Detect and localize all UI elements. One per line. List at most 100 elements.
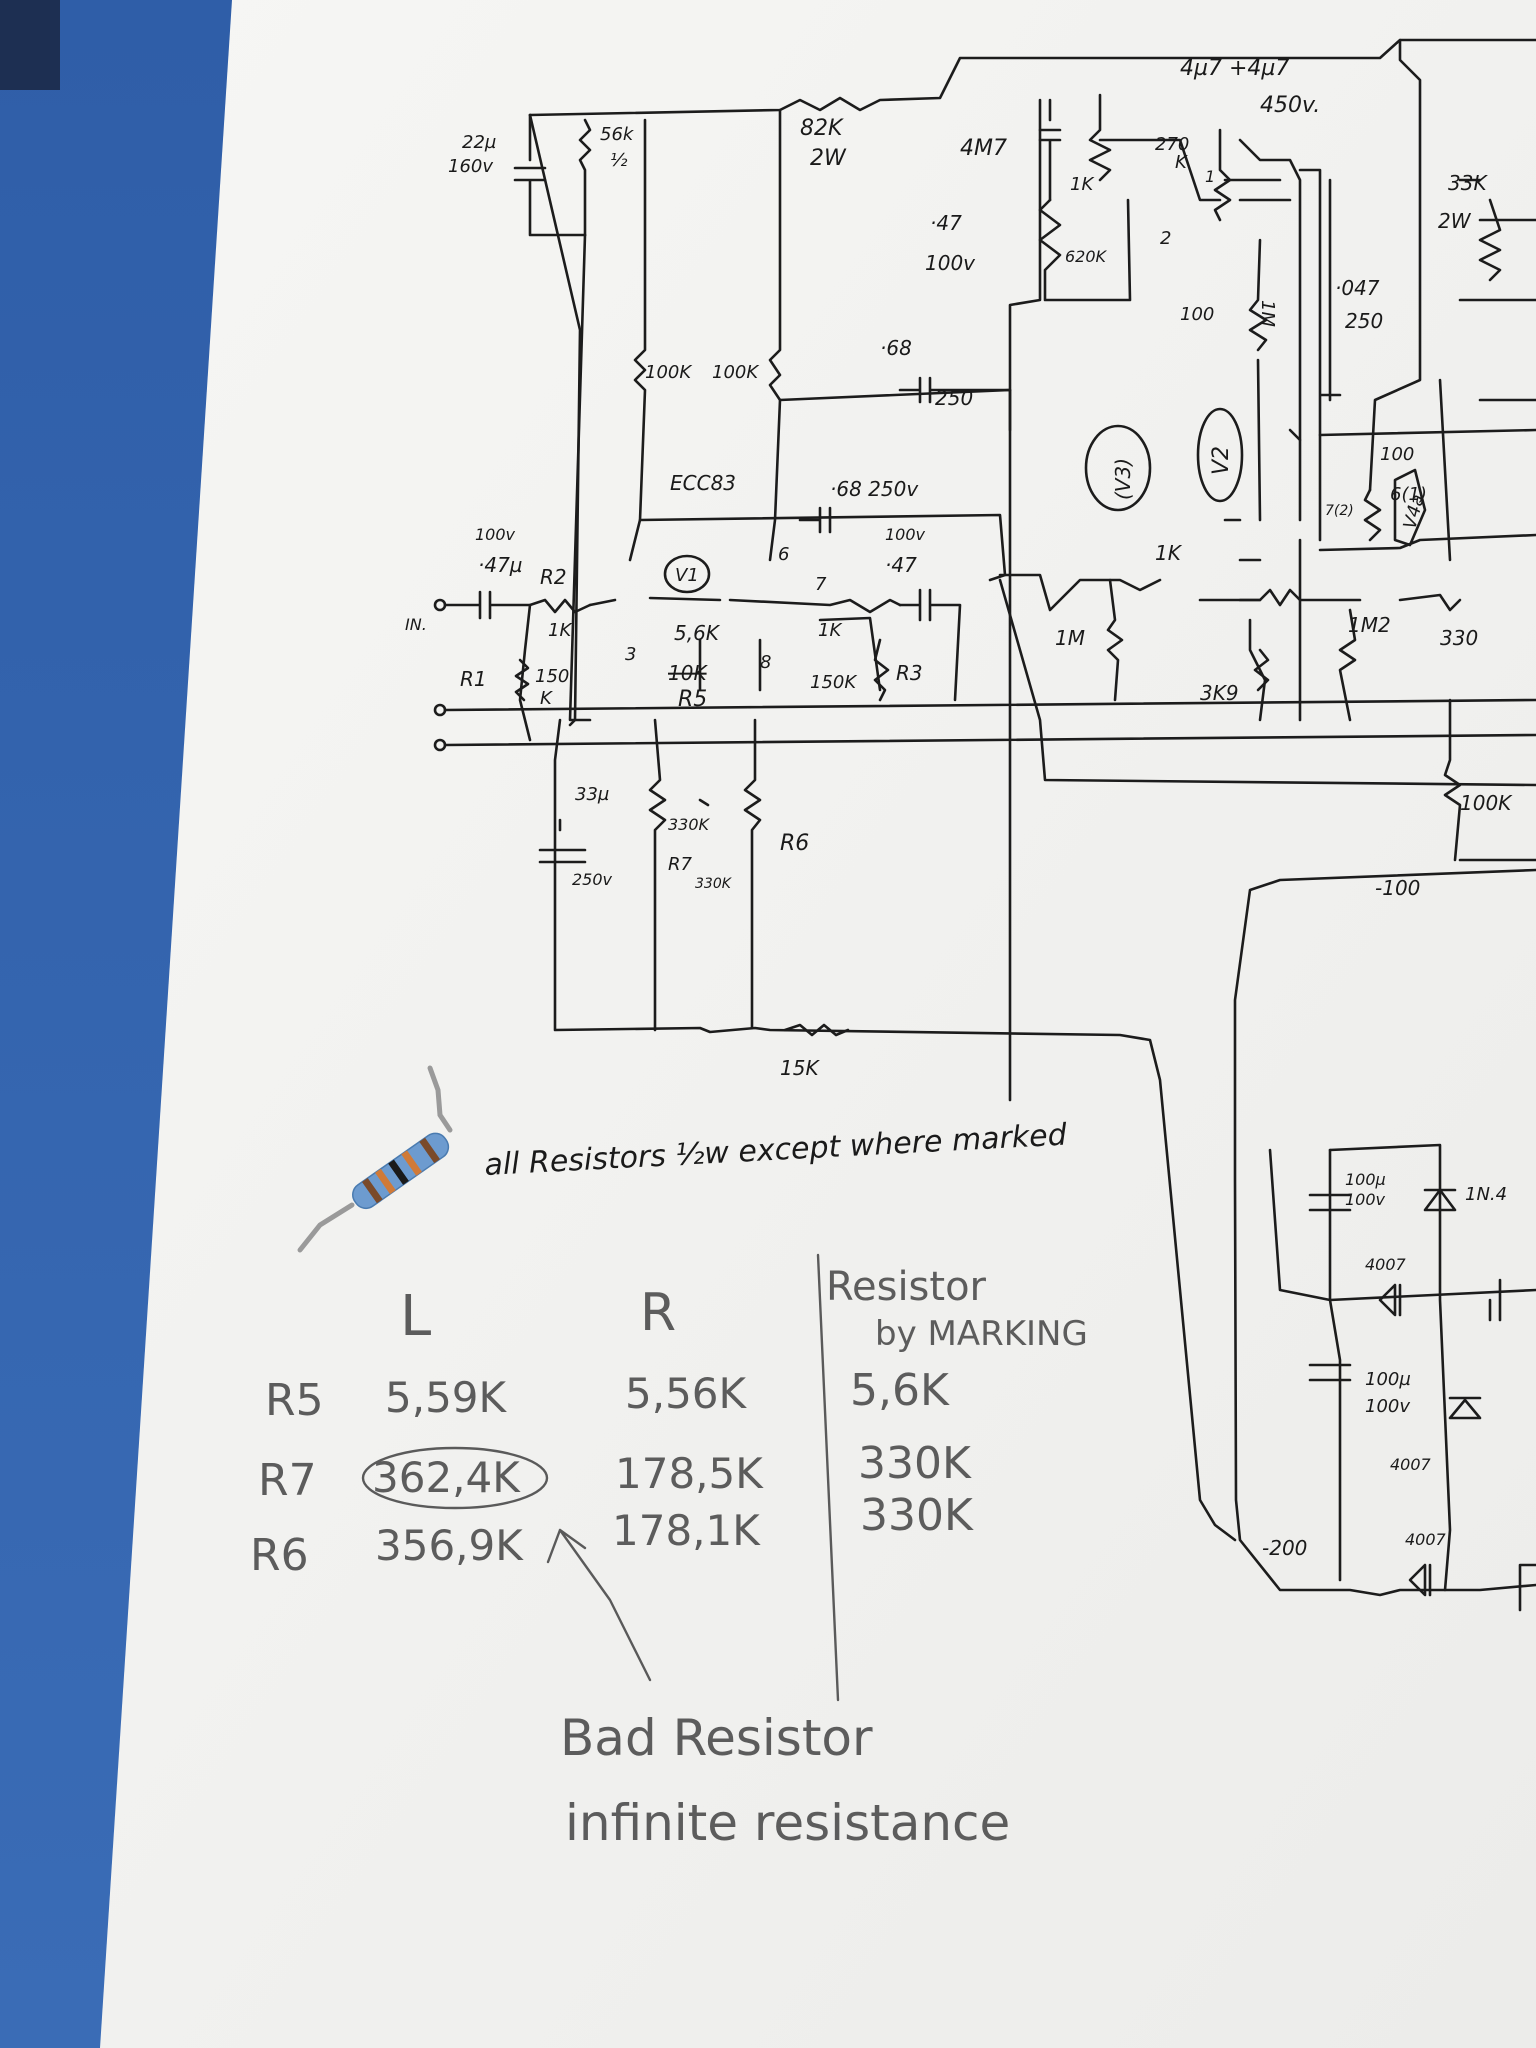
label-c-68-v: 250: [935, 386, 973, 410]
label-r3: R3: [896, 661, 923, 685]
row-r7-mark: 330K: [858, 1438, 972, 1489]
label-r-1m: 1M: [1257, 300, 1278, 327]
label-r5: R5: [678, 687, 707, 712]
row-r7-r: 178,5K: [615, 1449, 764, 1498]
table-header-l: L: [400, 1284, 431, 1349]
row-r6-name: R6: [250, 1530, 309, 1581]
label-r-3k9: 3K9: [1200, 681, 1239, 705]
v3-circle: [1084, 424, 1152, 512]
row-r5-name: R5: [265, 1375, 324, 1426]
label-c-in: ·47µ: [478, 553, 523, 577]
label-r1-unit: K: [540, 688, 553, 709]
label-pin2: 2: [1160, 228, 1171, 249]
tube-symbols: [663, 407, 1427, 594]
label-c-047: ·47: [930, 211, 962, 235]
label-r-82k-w: 2W: [810, 146, 847, 171]
label-pin6: 6: [778, 544, 789, 565]
table-header-mark-1: Resistor: [826, 1264, 987, 1310]
table-divider: [816, 1253, 840, 1702]
resistor-lead-bottom: [297, 1202, 355, 1253]
row-r6-r: 178,1K: [612, 1506, 761, 1555]
label-r-620k: 620K: [1065, 247, 1108, 266]
bad-resistor-arrow: [546, 1528, 652, 1682]
label-r7: R7: [668, 854, 693, 875]
label-r1-val: 150: [535, 666, 569, 687]
label-r-1k-b: 1K: [818, 620, 842, 641]
measurement-table: L R Resistor by MARKING R5 5,59K 5,56K 5…: [250, 1253, 1088, 1852]
label-c-0047: ·047: [1335, 276, 1380, 300]
label-p6-1: 6(1): [1390, 484, 1427, 505]
resistor-body: [352, 1132, 450, 1210]
label-r-100k-b: 100K: [712, 362, 759, 383]
label-neg200: -200: [1262, 1536, 1307, 1560]
label-c-33u: 33µ: [575, 784, 609, 805]
label-c-100u-v: 100v: [1345, 1190, 1386, 1209]
label-r1: R1: [460, 667, 487, 691]
label-c-22u: 22µ: [462, 132, 496, 153]
label-c-out-v: 100v: [885, 525, 926, 544]
label-c-100u: 100µ: [1345, 1170, 1386, 1189]
label-r-82k: 82K: [800, 116, 844, 141]
label-pin8: 8: [760, 652, 771, 673]
annotation-infinite-resistance: infinite resistance: [565, 1794, 1010, 1852]
v1-circle: [663, 554, 711, 594]
label-v3: (V3): [1111, 458, 1135, 500]
label-c-out: ·47: [885, 553, 917, 577]
schematic-labels: 22µ 160v 56k ½ 82K 2W 4µ7 +4µ7 450v. 4M7…: [405, 56, 1513, 1560]
label-r-100k-c: 100K: [1460, 791, 1513, 815]
row-r7-circle: [361, 1446, 549, 1510]
label-c-22u-v: 160v: [448, 156, 493, 177]
label-v2: V2: [1209, 446, 1234, 475]
label-r-4m7: 4M7: [960, 136, 1007, 161]
label-neg100: -100: [1375, 876, 1420, 900]
label-c-4u7: 4µ7 +4µ7: [1180, 56, 1289, 81]
label-r-33k-w: 2W: [1438, 209, 1472, 233]
label-r-33k: 33K: [1448, 171, 1488, 195]
label-r-100-a: 100: [1180, 304, 1214, 325]
label-pin1: 1: [1205, 167, 1215, 186]
label-c-68: ·68: [880, 336, 912, 360]
label-c-33u-v: 250v: [572, 870, 613, 889]
label-r2: R2: [540, 565, 567, 589]
label-d4: 4007: [1405, 1530, 1447, 1549]
label-d3: 4007: [1390, 1455, 1432, 1474]
v4-bracket: [1393, 468, 1427, 547]
paper-sheet: [100, 0, 1536, 2048]
label-r-100-b: 100: [1380, 444, 1414, 465]
row-r7-name: R7: [258, 1455, 317, 1506]
label-r-270k: 270: [1155, 134, 1189, 155]
label-c-100u-b: 100µ: [1365, 1369, 1411, 1390]
row-r5-mark: 5,6K: [850, 1365, 950, 1416]
label-r5-struck: 10K: [668, 661, 708, 685]
label-r-1m2: 1M2: [1348, 613, 1391, 637]
annotation-bad-resistor: Bad Resistor: [560, 1709, 873, 1767]
label-r2-val: 1K: [548, 620, 572, 641]
row-r5-l: 5,59K: [385, 1373, 508, 1422]
label-r-56k-w: ½: [610, 150, 628, 171]
label-v1: V1: [675, 565, 699, 586]
row-r6-mark: 330K: [860, 1490, 974, 1541]
label-c-4u7-v: 450v.: [1260, 93, 1320, 118]
label-c-68b: ·68 250v: [830, 477, 919, 501]
label-r-100k-a: 100K: [645, 362, 692, 383]
label-c-in-v: 100v: [475, 525, 516, 544]
label-tube: ECC83: [670, 471, 736, 495]
row-r5-r: 5,56K: [625, 1369, 748, 1418]
resistor-lead-top: [427, 1065, 453, 1133]
label-r-56k: 56k: [600, 124, 635, 145]
label-r-1k-a: 1K: [1070, 174, 1094, 195]
label-in: IN.: [405, 615, 427, 634]
v2-circle: [1196, 407, 1244, 503]
desk-dark-corner: [0, 0, 60, 90]
label-r6: R6: [780, 831, 809, 856]
physical-resistor: [297, 1065, 453, 1253]
label-r7-b: 330K: [695, 876, 733, 892]
label-pin7: 7: [815, 574, 827, 595]
label-c-047-v: 100v: [925, 251, 976, 275]
label-pin3: 3: [625, 644, 636, 665]
label-r7-val: 330K: [668, 815, 711, 834]
label-c-0047-v: 250: [1345, 309, 1383, 333]
row-r7-l: 362,4K: [372, 1453, 521, 1502]
label-r5-val: 5,6K: [674, 621, 721, 645]
